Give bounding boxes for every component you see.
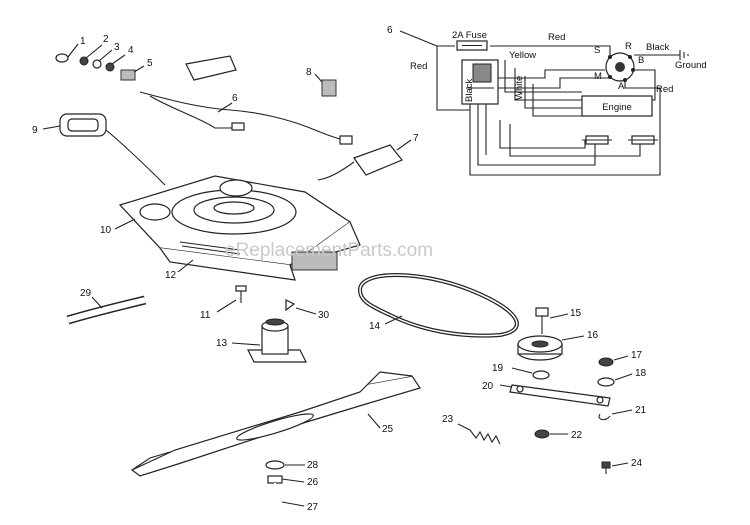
solenoid-box — [353, 144, 403, 176]
mower-deck — [118, 175, 361, 281]
callout-9: 9 — [32, 125, 38, 136]
clip-icon-21 — [598, 413, 611, 421]
key-switch-icon — [605, 52, 635, 82]
callout-14: 14 — [369, 321, 381, 332]
callout-17: 17 — [631, 350, 643, 361]
callout-8: 8 — [306, 67, 312, 78]
bolt-icon-27 — [267, 475, 283, 507]
callout-28: 28 — [307, 460, 319, 471]
callout-19: 19 — [492, 363, 504, 374]
wire-label-red-1: Red — [410, 61, 427, 72]
parts-1-5 — [55, 43, 145, 81]
wire-label-black-1: Black — [464, 79, 475, 102]
bracket-icon — [185, 55, 237, 81]
callout-2: 2 — [103, 34, 109, 45]
spindle-icon — [247, 318, 307, 363]
washer-icon-28 — [265, 460, 285, 470]
callout-6: 6 — [232, 93, 238, 104]
ring-icon — [92, 59, 102, 69]
callout-4: 4 — [128, 45, 134, 56]
callout-12: 12 — [165, 270, 177, 281]
callout-16: 16 — [587, 330, 599, 341]
wire-harness — [139, 91, 345, 141]
screw-icon-24 — [601, 461, 611, 474]
nut-icon-17 — [598, 357, 614, 367]
callout-7: 7 — [413, 133, 419, 144]
washer-icon-18 — [597, 377, 615, 387]
callout-30: 30 — [318, 310, 330, 321]
callout-26: 26 — [307, 477, 319, 488]
solenoid-icon — [461, 59, 499, 105]
pulley-icon — [517, 335, 563, 361]
callout-1: 1 — [80, 36, 86, 47]
callout-22: 22 — [571, 430, 583, 441]
callout-13: 13 — [216, 338, 228, 349]
terminal-b: B — [638, 55, 644, 66]
blade-icon — [130, 371, 421, 477]
wire-label-red-3: Red — [656, 84, 673, 95]
wire-label-red-2: Red — [548, 32, 565, 43]
terminal-m: M — [594, 71, 602, 82]
belt-icon — [357, 273, 519, 338]
wire-label-white: White — [514, 76, 525, 100]
callout-6-wiring: 6 — [387, 25, 393, 36]
callout-25: 25 — [382, 424, 394, 435]
knob-icon — [55, 53, 69, 63]
clip-icon — [285, 299, 296, 312]
terminal-s: S — [594, 45, 600, 56]
callout-10: 10 — [100, 225, 112, 236]
callout-29: 29 — [80, 288, 92, 299]
bolt-icon — [535, 307, 549, 334]
callout-27: 27 — [307, 502, 319, 513]
wiring-schematic: Engine 2A Fuse Red Red Yellow Black Whit… — [387, 25, 707, 176]
terminal-a: A — [618, 81, 625, 92]
wire-label-black-2: Black — [646, 42, 669, 53]
ground-icon — [634, 50, 689, 60]
callout-11: 11 — [200, 310, 211, 321]
relay-icon — [321, 79, 337, 97]
watermark: eReplacementParts.com — [225, 240, 433, 261]
terminal-r: R — [625, 41, 632, 52]
engine-label: Engine — [602, 102, 632, 113]
callout-23: 23 — [442, 414, 454, 425]
washer-icon — [79, 56, 89, 66]
screw-icon — [235, 285, 247, 303]
callout-5: 5 — [147, 58, 153, 69]
nut-icon-22 — [534, 429, 550, 439]
washer-icon-19 — [532, 370, 550, 380]
fuse-label: 2A Fuse — [452, 30, 487, 41]
callout-20: 20 — [482, 381, 494, 392]
wire-label-ground: Ground — [675, 60, 707, 71]
callout-24: 24 — [631, 458, 643, 469]
callout-21: 21 — [635, 405, 647, 416]
spring-icon — [469, 429, 501, 445]
callout-15: 15 — [570, 308, 582, 319]
callout-18: 18 — [635, 368, 647, 379]
switch-icon — [120, 69, 136, 81]
idler-arm-icon — [509, 384, 611, 407]
nut-icon — [105, 62, 115, 72]
engine-box — [581, 95, 653, 117]
fuse-icon — [456, 40, 488, 51]
callout-3: 3 — [114, 42, 120, 53]
wire-label-yellow: Yellow — [509, 50, 536, 61]
